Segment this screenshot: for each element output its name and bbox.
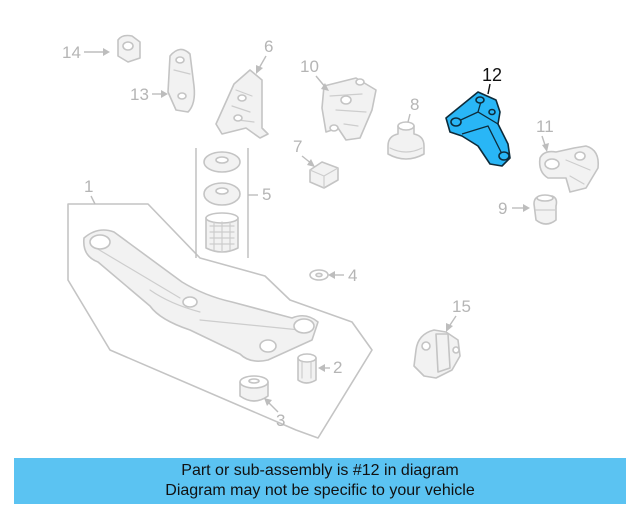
callout-6: 6 [264,37,273,56]
part-10-bracket[interactable] [321,77,377,141]
callout-5: 5 [262,185,271,204]
callout-10: 10 [300,57,319,76]
part-2-bushing[interactable] [297,353,317,384]
callout-15: 15 [452,297,471,316]
part-11-engine-mount[interactable] [538,145,600,193]
part-1-crossmember[interactable] [67,203,373,439]
callout-14: 14 [62,43,81,62]
part-7-block[interactable] [309,161,339,189]
callout-9: 9 [498,199,507,218]
callout-2: 2 [333,358,342,377]
callout-1: 1 [84,177,93,196]
callout-8: 8 [410,95,419,114]
banner-line-part: Part or sub-assembly is #12 in diagram [181,462,459,479]
callout-12: 12 [482,65,502,85]
part-9-bushing[interactable] [533,194,558,225]
part-4-washer[interactable] [309,269,329,281]
part-3-cushion[interactable] [239,375,269,402]
part-6-bracket[interactable] [215,69,269,139]
part-5-bushing-set[interactable] [195,148,249,258]
info-banner: Part or sub-assembly is #12 in diagram D… [14,458,626,504]
part-12-bracket-highlighted[interactable] [445,91,511,167]
callout-11: 11 [536,117,554,136]
callout-13: 13 [130,85,149,104]
part-14-mount[interactable] [117,34,141,63]
banner-line-disclaimer: Diagram may not be specific to your vehi… [165,482,475,499]
part-15-engine-mount[interactable] [413,329,461,379]
callout-3: 3 [276,411,285,430]
callout-7: 7 [293,137,302,156]
callout-4: 4 [348,266,357,285]
part-13-bracket[interactable] [167,48,196,113]
part-8-mount[interactable] [387,121,425,160]
